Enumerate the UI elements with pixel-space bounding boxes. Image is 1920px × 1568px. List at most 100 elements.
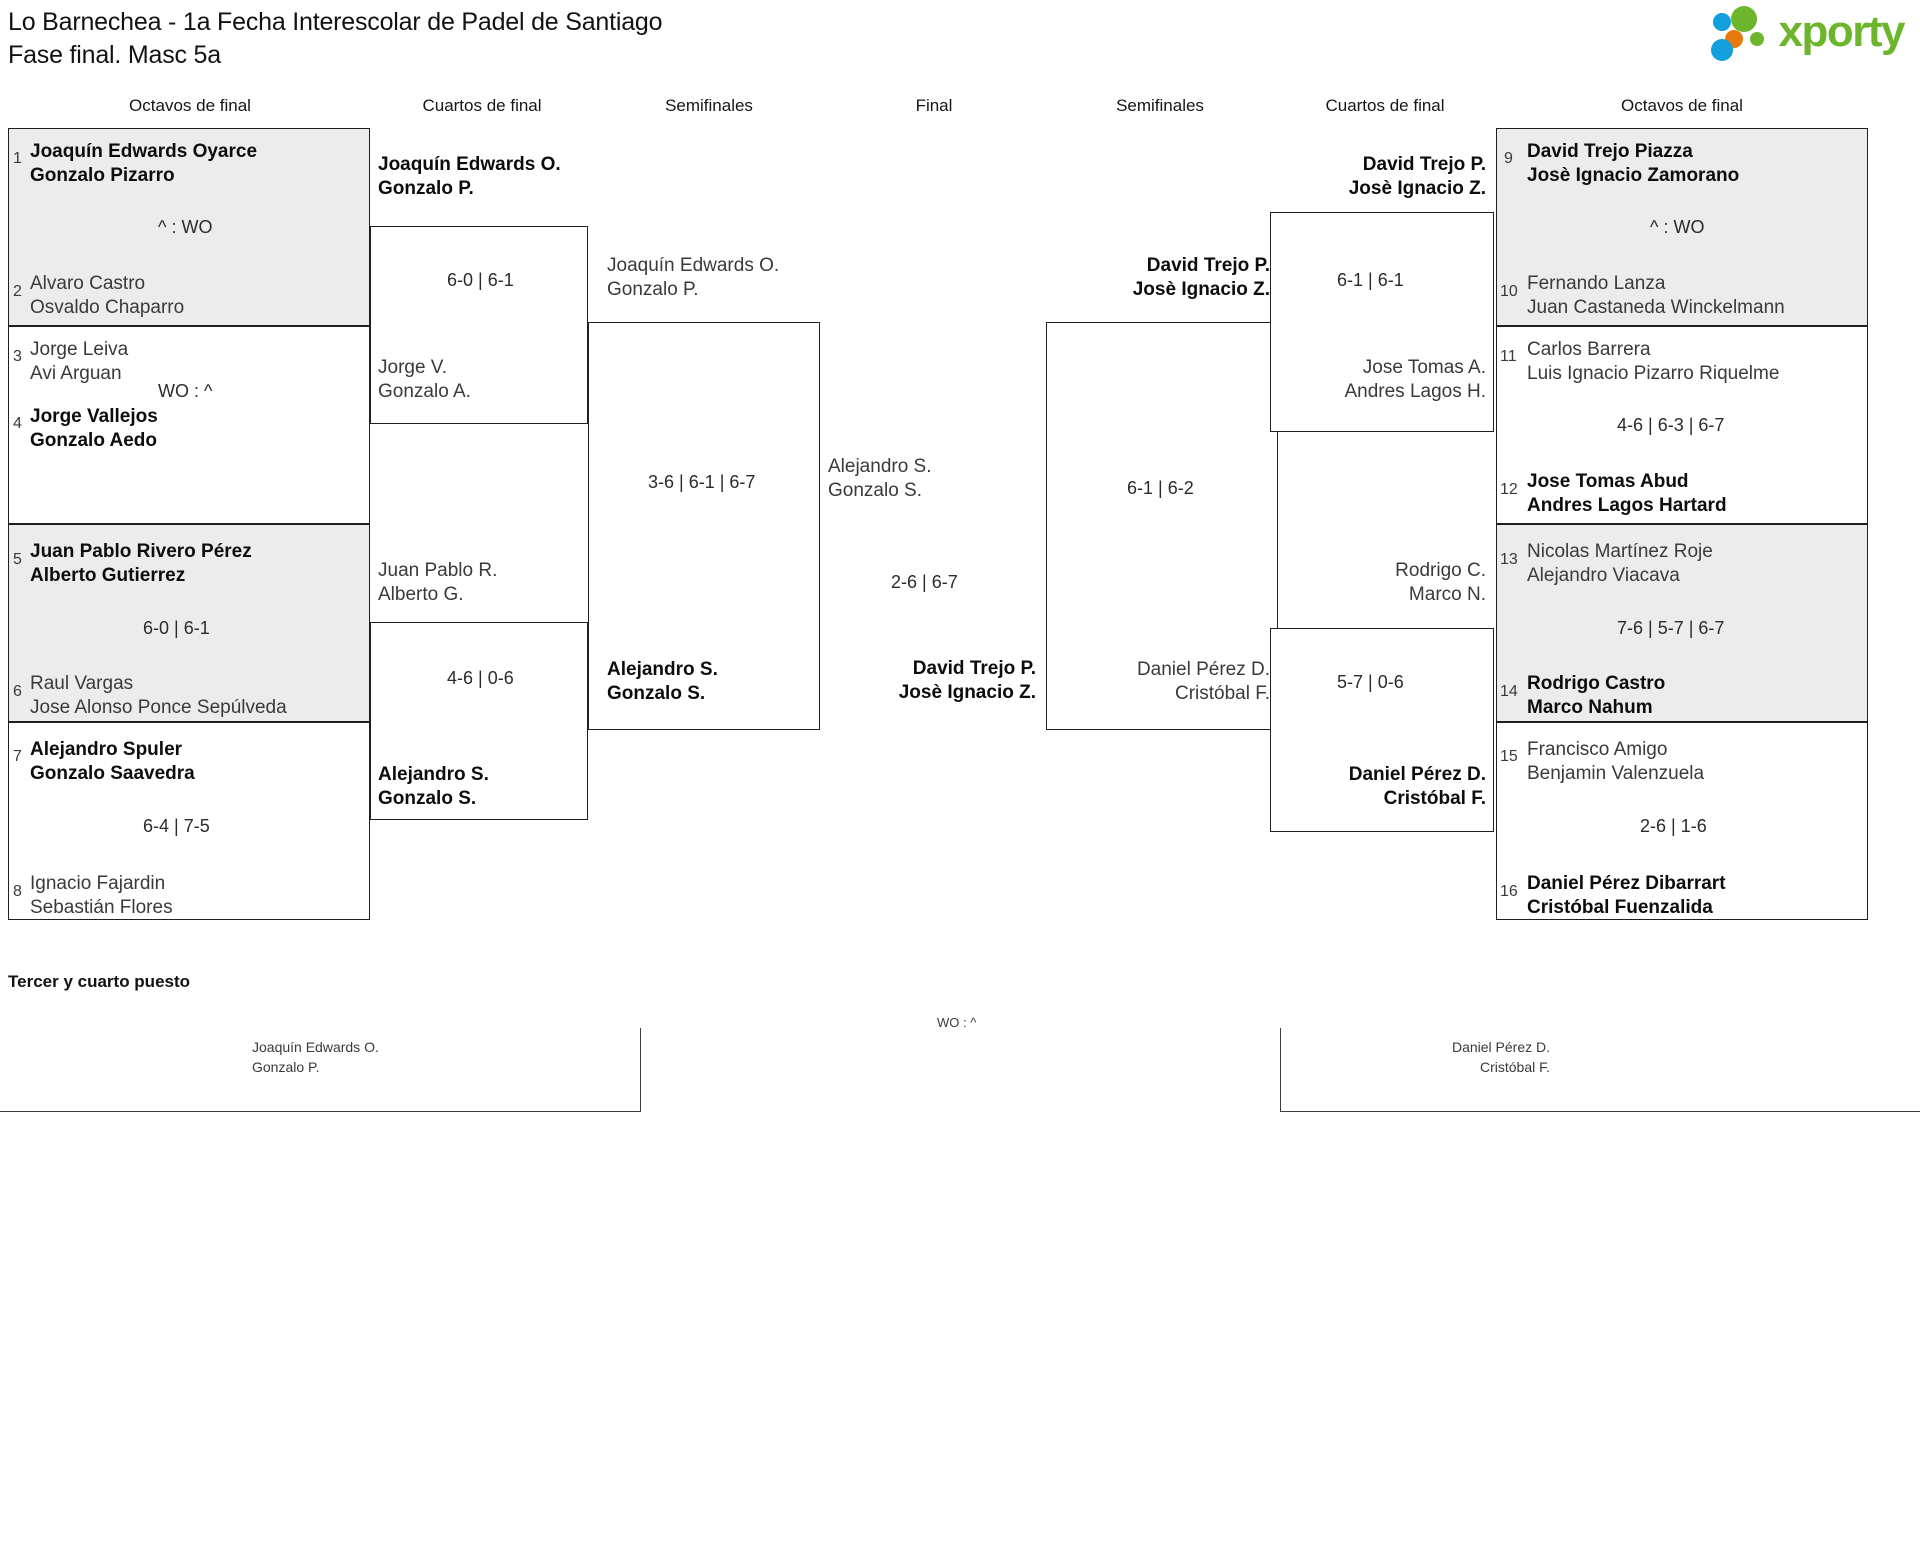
match-score: ^ : WO (158, 217, 213, 237)
round-header-right-r16: Octavos de final (1621, 96, 1743, 115)
match-score: 6-4 | 7-5 (143, 816, 210, 836)
third-place-team-left[interactable]: Joaquín Edwards O. Gonzalo P. (252, 1038, 379, 1078)
team-slot[interactable]: Jorge V. Gonzalo A. (378, 356, 471, 404)
player-name-2: Gonzalo S. (607, 683, 706, 705)
team-slot[interactable]: Alvaro Castro Osvaldo Chaparro (30, 272, 184, 320)
player-name-2: Josè Ignacio Z. (1132, 279, 1270, 301)
team-slot[interactable]: Jorge Vallejos Gonzalo Aedo (30, 405, 158, 453)
player-name-1: Rodrigo Castro (1527, 673, 1666, 694)
title-line-2: Fase final. Masc 5a (8, 41, 221, 69)
match-box-r-r16-3[interactable] (1496, 524, 1868, 722)
team-slot-final-top[interactable]: Alejandro S. Gonzalo S. (828, 455, 932, 503)
match-box-r-qf-1[interactable] (1270, 212, 1494, 432)
team-slot[interactable]: Jose Tomas Abud Andres Lagos Hartard (1527, 470, 1727, 518)
player-name-2: Cristóbal F. (1479, 1058, 1550, 1075)
round-header-left-qf: Cuartos de final (422, 96, 542, 115)
team-slot[interactable]: David Trejo P. Josè Ignacio Z. (1254, 153, 1486, 201)
player-name-1: Joaquín Edwards O. (378, 154, 561, 175)
team-slot[interactable]: Joaquín Edwards O. Gonzalo P. (378, 153, 561, 201)
match-box-l-r16-3[interactable] (8, 524, 370, 722)
match-box-r-r16-1[interactable] (1496, 128, 1868, 326)
player-name-2: Jose Alonso Ponce Sepúlveda (30, 697, 287, 719)
player-name-1: Juan Pablo Rivero Pérez (30, 541, 252, 562)
team-slot[interactable]: Joaquín Edwards Oyarce Gonzalo Pizarro (30, 140, 257, 188)
seed-number: 5 (13, 551, 22, 568)
team-slot-final-bottom[interactable]: David Trejo P. Josè Ignacio Z. (646, 657, 1036, 705)
team-slot[interactable]: Ignacio Fajardin Sebastián Flores (30, 872, 173, 920)
player-name-1: David Trejo P. (912, 658, 1036, 679)
team-slot[interactable]: Daniel Pérez D. Cristóbal F. (1030, 658, 1270, 706)
player-name-2: Marco N. (1408, 584, 1486, 606)
seed-number: 9 (1504, 150, 1513, 167)
team-slot[interactable]: Alejandro Spuler Gonzalo Saavedra (30, 738, 195, 786)
team-slot[interactable]: Juan Pablo Rivero Pérez Alberto Gutierre… (30, 540, 252, 588)
player-name-2: Alberto Gutierrez (30, 565, 186, 587)
match-box-r-r16-4[interactable] (1496, 722, 1868, 920)
team-slot[interactable]: Rodrigo C. Marco N. (1254, 559, 1486, 607)
team-slot[interactable]: Jorge Leiva Avi Arguan (30, 338, 128, 386)
team-slot[interactable]: Nicolas Martínez Roje Alejandro Viacava (1527, 540, 1713, 588)
team-slot[interactable]: Rodrigo Castro Marco Nahum (1527, 672, 1665, 720)
team-slot[interactable]: Daniel Pérez Dibarrart Cristóbal Fuenzal… (1527, 872, 1726, 920)
match-box-r-r16-2[interactable] (1496, 326, 1868, 524)
seed-number: 15 (1500, 748, 1518, 765)
player-name-2: Gonzalo P. (252, 1058, 320, 1075)
seed-number: 10 (1500, 283, 1518, 300)
match-score: 6-0 | 6-1 (447, 270, 514, 290)
player-name-2: Gonzalo A. (378, 381, 471, 403)
team-slot[interactable]: Daniel Pérez D. Cristóbal F. (1254, 763, 1486, 811)
player-name-1: Jorge Vallejos (30, 406, 158, 427)
team-slot[interactable]: Juan Pablo R. Alberto G. (378, 559, 497, 607)
match-box-l-sf-1[interactable] (588, 322, 820, 730)
team-slot[interactable]: Carlos Barrera Luis Ignacio Pizarro Riqu… (1527, 338, 1779, 386)
match-box-l-r16-1[interactable] (8, 128, 370, 326)
seed-number: 11 (1500, 348, 1517, 365)
match-box-r-sf-1[interactable] (1046, 322, 1278, 730)
match-score: 4-6 | 0-6 (447, 668, 514, 688)
match-box-l-qf-1[interactable] (370, 226, 588, 424)
player-name-2: Josè Ignacio Z. (1348, 178, 1486, 200)
player-name-2: Osvaldo Chaparro (30, 297, 185, 319)
match-score: 7-6 | 5-7 | 6-7 (1617, 618, 1725, 638)
match-box-r-qf-2[interactable] (1270, 628, 1494, 832)
match-box-l-r16-4[interactable] (8, 722, 370, 920)
team-slot[interactable]: Francisco Amigo Benjamin Valenzuela (1527, 738, 1704, 786)
player-name-2: Cristóbal F. (1383, 788, 1486, 810)
team-slot[interactable]: Raul Vargas Jose Alonso Ponce Sepúlveda (30, 672, 287, 720)
match-score: WO : ^ (158, 381, 213, 401)
logo-dots-icon (1710, 6, 1764, 61)
player-name-2: Benjamin Valenzuela (1527, 763, 1705, 785)
seed-number: 16 (1500, 883, 1518, 900)
team-slot[interactable]: David Trejo P. Josè Ignacio Z. (1030, 254, 1270, 302)
round-header-right-qf: Cuartos de final (1325, 96, 1445, 115)
player-name-2: Gonzalo S. (378, 788, 477, 810)
team-slot[interactable]: David Trejo Piazza Josè Ignacio Zamorano (1527, 140, 1739, 188)
match-score: 2-6 | 1-6 (1640, 816, 1707, 836)
player-name-2: Cristóbal Fuenzalida (1527, 897, 1713, 919)
seed-number: 13 (1500, 551, 1518, 568)
player-name-2: Sebastián Flores (30, 897, 173, 919)
third-place-right-bracket (1280, 1028, 1920, 1112)
seed-number: 3 (13, 348, 22, 365)
player-name-1: Daniel Pérez Dibarrart (1527, 873, 1726, 894)
logo-wordmark: xporty (1778, 7, 1906, 56)
match-score: 4-6 | 6-3 | 6-7 (1617, 415, 1725, 435)
player-name-2: Gonzalo S. (828, 480, 922, 502)
team-slot[interactable]: Fernando Lanza Juan Castaneda Winckelman… (1527, 272, 1785, 320)
team-slot[interactable]: Joaquín Edwards O. Gonzalo P. (607, 254, 779, 302)
third-place-team-right[interactable]: Daniel Pérez D. Cristóbal F. (1360, 1038, 1550, 1078)
team-slot[interactable]: Alejandro S. Gonzalo S. (378, 763, 489, 811)
player-name-1: David Trejo Piazza (1527, 141, 1693, 162)
match-score: 6-1 | 6-1 (1337, 270, 1404, 290)
team-slot[interactable]: Jose Tomas A. Andres Lagos H. (1254, 356, 1486, 404)
player-name-1: Alvaro Castro (30, 273, 146, 294)
seed-number: 14 (1500, 683, 1518, 700)
seed-number: 2 (13, 283, 22, 300)
match-box-l-qf-2[interactable] (370, 622, 588, 820)
player-name-2: Andres Lagos Hartard (1527, 495, 1727, 517)
match-box-l-r16-2[interactable] (8, 326, 370, 524)
team-slot[interactable]: Alejandro S. Gonzalo S. (607, 658, 718, 706)
player-name-1: Juan Pablo R. (378, 560, 498, 581)
third-place-score: WO : ^ (937, 1015, 977, 1030)
seed-number: 1 (13, 150, 22, 167)
